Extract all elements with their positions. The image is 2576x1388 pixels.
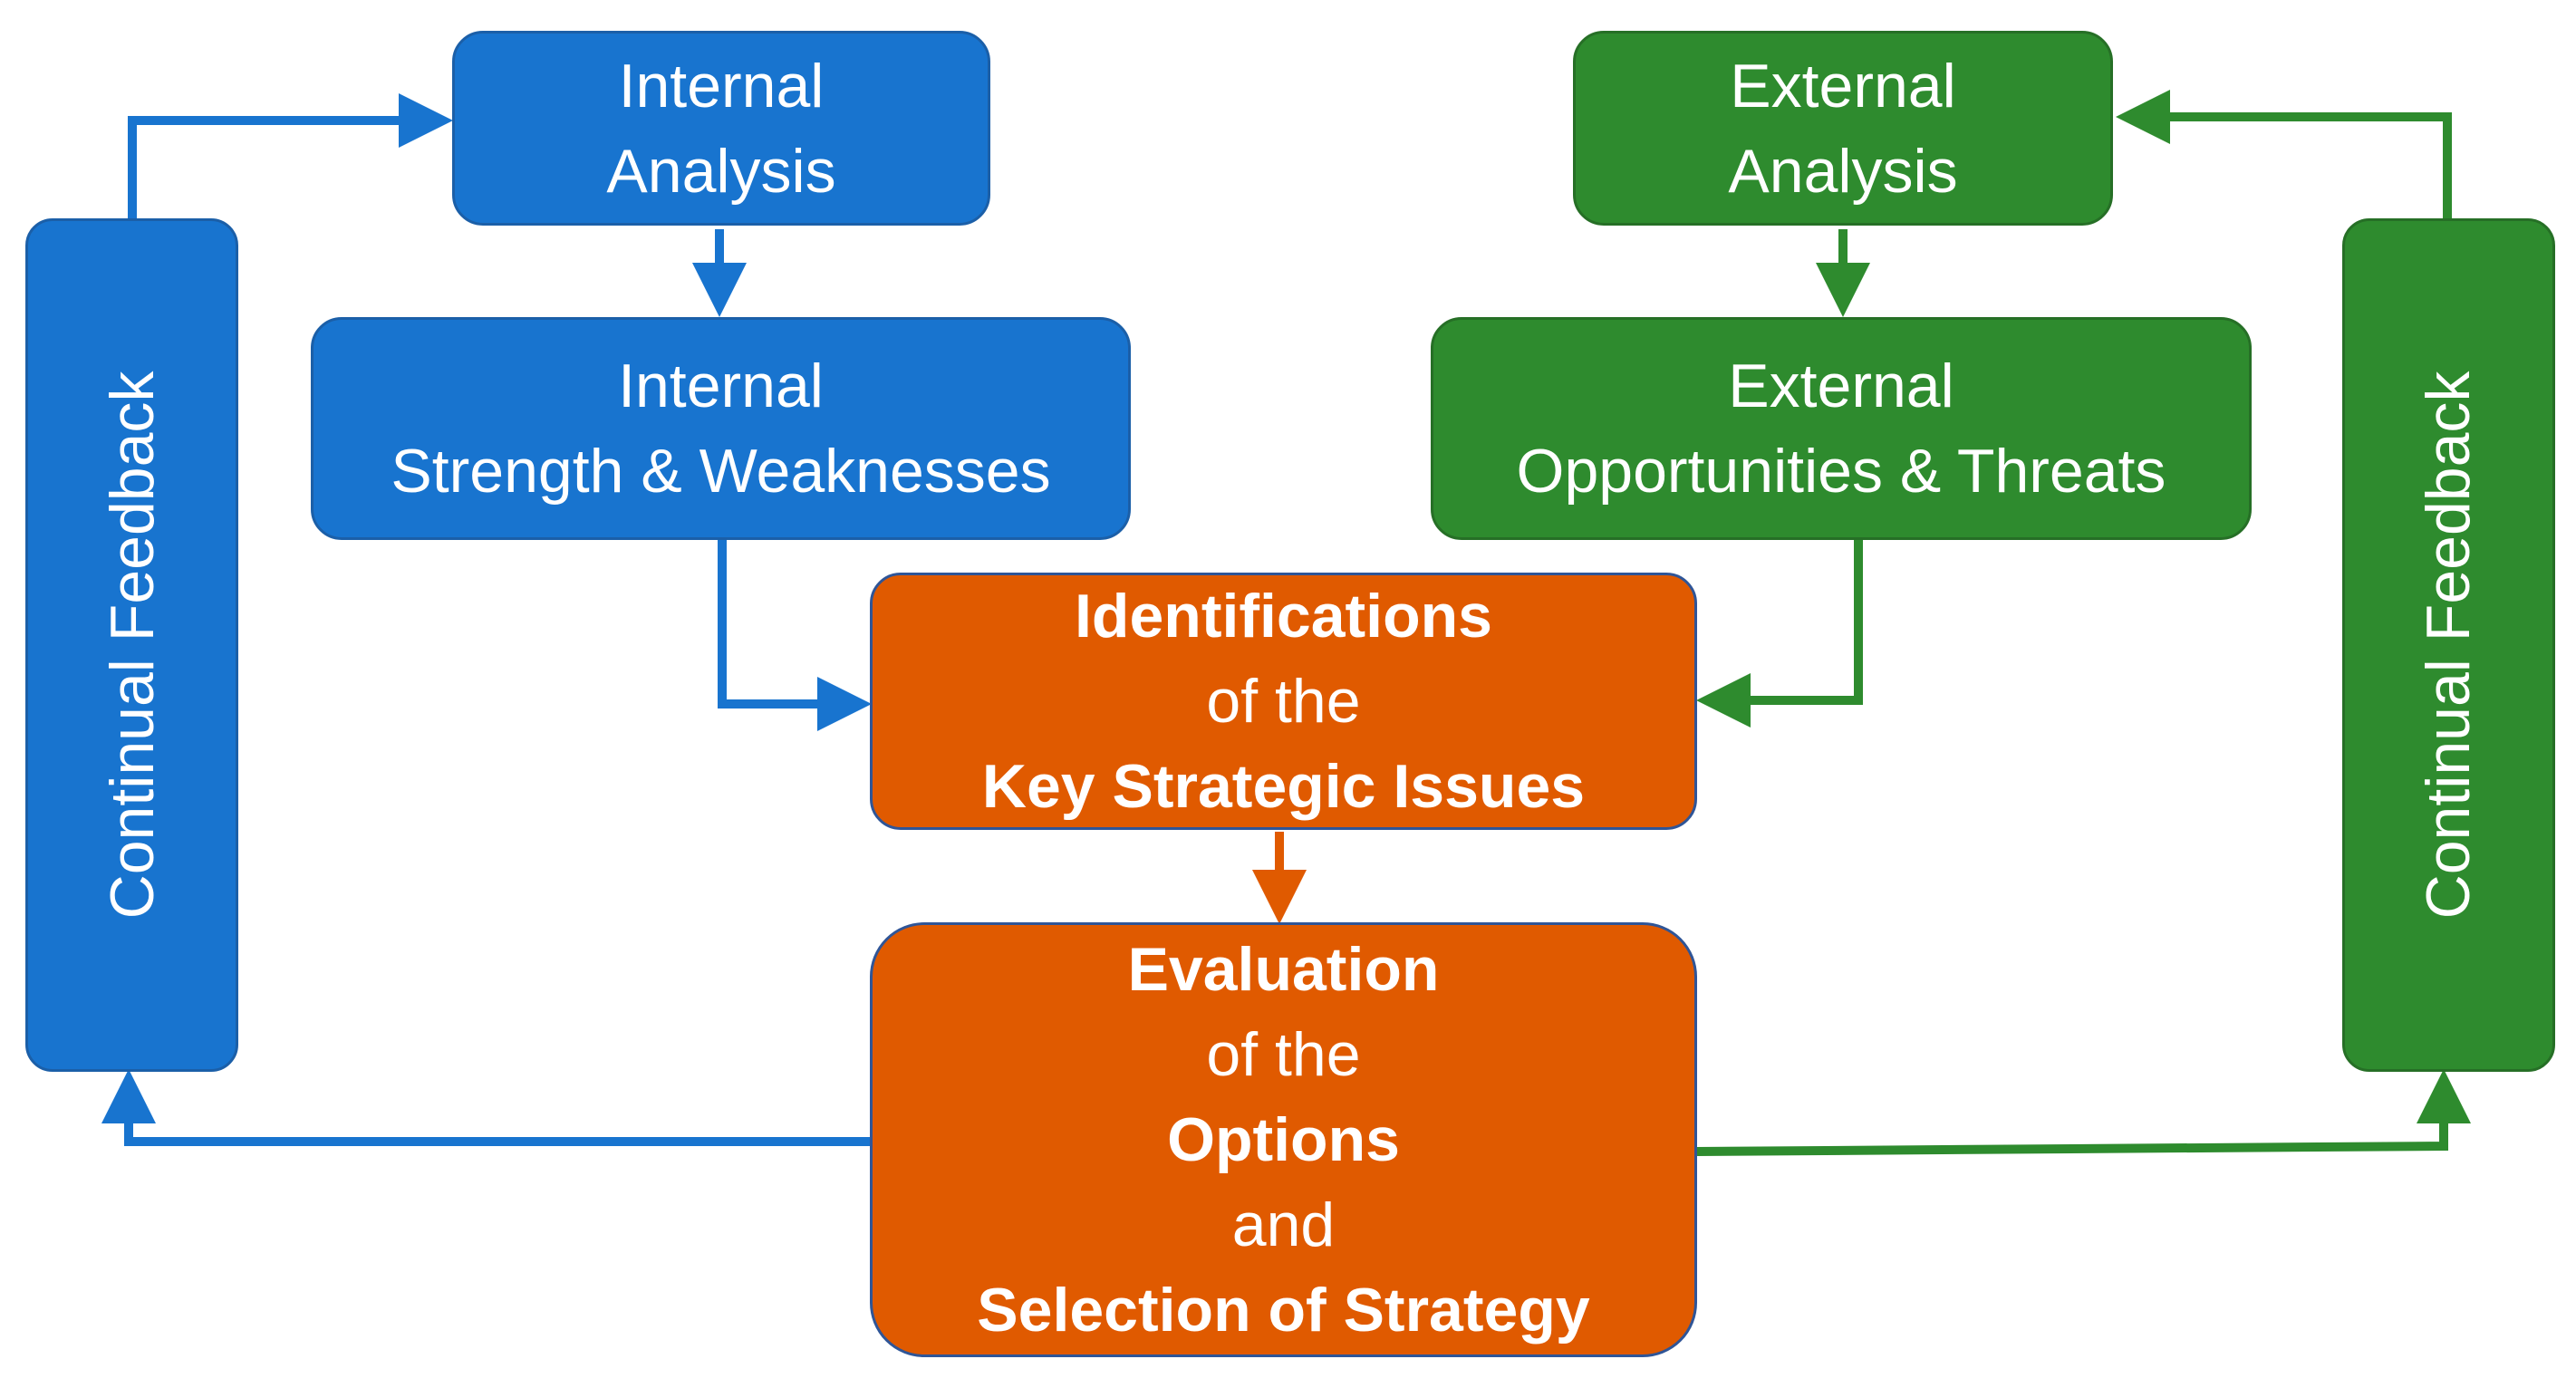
left-feedback-label: Continual Feedback [98, 371, 167, 920]
issues-line-3: Key Strategic Issues [981, 752, 1586, 821]
evaluation-selection-box: Evaluation of the Options and Selection … [870, 922, 1697, 1357]
external-ot-line-1: External [1728, 352, 1954, 420]
left-feedback-box [25, 218, 238, 1072]
evaluation-line-1: Evaluation [1127, 935, 1440, 1004]
internal-analysis-box: Internal Analysis [452, 31, 990, 226]
internal-sw-line-1: Internal [618, 352, 824, 420]
external-ot-line-2: Opportunities & Threats [1516, 437, 2166, 506]
evaluation-line-4: and [1231, 1190, 1336, 1259]
external-ot-to-issues-arrow [1696, 539, 1863, 728]
feedback-to-external-analysis-arrow [2116, 90, 2452, 222]
internal-sw-line-2: Strength & Weaknesses [391, 437, 1051, 506]
evaluation-to-left-feedback-arrow [101, 1069, 870, 1146]
internal-strengths-weaknesses-box: Internal Strength & Weaknesses [311, 317, 1131, 540]
right-feedback-label: Continual Feedback [2414, 371, 2483, 920]
feedback-to-internal-analysis-arrow [128, 93, 453, 222]
evaluation-line-3: Options [1167, 1105, 1400, 1174]
issues-line-2: of the [1206, 667, 1361, 736]
evaluation-line-5: Selection of Strategy [977, 1276, 1590, 1345]
external-opportunities-threats-box: External Opportunities & Threats [1431, 317, 2252, 540]
key-strategic-issues-box: Identifications of the Key Strategic Iss… [870, 573, 1697, 830]
external-analysis-line-2: Analysis [1728, 136, 1958, 206]
internal-sw-to-issues-arrow [718, 539, 872, 731]
external-analysis-box: External Analysis [1573, 31, 2113, 226]
evaluation-line-2: of the [1206, 1020, 1361, 1089]
internal-analysis-line-1: Internal [618, 51, 825, 120]
internal-analysis-line-2: Analysis [606, 136, 836, 206]
external-analysis-line-1: External [1730, 51, 1956, 120]
issues-line-1: Identifications [1075, 582, 1492, 651]
evaluation-to-right-feedback-arrow [1696, 1069, 2471, 1156]
right-feedback-box [2342, 218, 2555, 1072]
